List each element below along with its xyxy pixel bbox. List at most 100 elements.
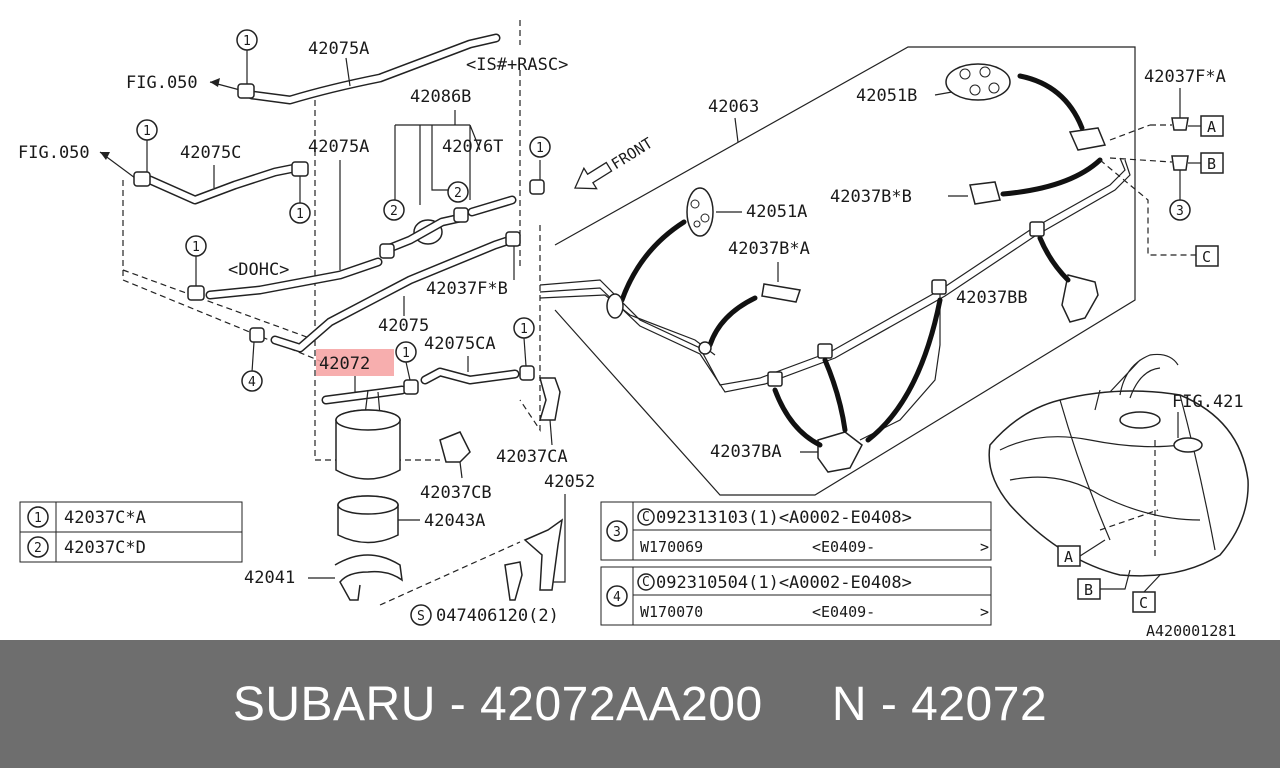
dashed-outline-left <box>122 20 521 366</box>
label-42037FA: 42037F*A <box>1144 67 1226 87</box>
label-42076T: 42076T <box>442 137 503 157</box>
label-42072: 42072 <box>319 354 370 374</box>
svg-text:1: 1 <box>296 207 304 222</box>
legend-part-2: 42037C*D <box>64 538 146 558</box>
box-callout-C-top: C <box>1195 245 1219 267</box>
box-callout-A-tank: A <box>1057 545 1081 567</box>
grommet-42051A <box>686 187 714 237</box>
svg-text:C: C <box>1202 248 1211 266</box>
footer-part-number: 42072AA200 <box>480 677 763 731</box>
svg-text:A: A <box>1064 548 1073 566</box>
pipe-assembly-frame <box>554 46 1136 496</box>
label-42063: 42063 <box>708 97 759 117</box>
box-callout-C-tank: C <box>1132 591 1156 613</box>
band-42043A <box>337 495 399 544</box>
label-is-rasc: <IS#+RASC> <box>466 55 568 75</box>
clip-42037BB-star <box>969 181 1001 205</box>
callout-4-left: 4 <box>241 370 263 392</box>
footer-ref-number: 42072 <box>911 677 1048 731</box>
label-fig050-mid: FIG.050 <box>18 143 90 163</box>
footer-banner: SUBARU - 42072AA200 N - 42072 <box>0 640 1280 768</box>
svg-text:3: 3 <box>613 525 621 540</box>
grommet-42051B <box>945 63 1011 101</box>
label-42037BA: 42037BA <box>710 442 782 462</box>
svg-text:C: C <box>642 510 650 525</box>
label-42043A: 42043A <box>424 511 485 531</box>
label-42075C: 42075C <box>180 143 241 163</box>
callout-1-c-left: 1 <box>136 119 158 141</box>
svg-text:A: A <box>1207 118 1216 136</box>
svg-text:1: 1 <box>402 346 410 361</box>
footer-ref-prefix: N <box>831 677 867 731</box>
bracket-42037CA <box>538 377 561 421</box>
clip-42037BB <box>1061 274 1099 323</box>
label-42041: 42041 <box>244 568 295 588</box>
svg-text:092310504(1)<A0002-E0408>: 092310504(1)<A0002-E0408> <box>656 573 912 593</box>
svg-text:W170069: W170069 <box>640 538 703 556</box>
label-dohc: <DOHC> <box>228 260 289 280</box>
svg-text:FRONT: FRONT <box>608 134 656 173</box>
clip-42037BA-star <box>761 283 801 303</box>
legend-part-1: 42037C*A <box>64 508 146 528</box>
callout-2-left: 2 <box>383 199 405 221</box>
label-fig050-top: FIG.050 <box>126 73 198 93</box>
footer-brand: SUBARU <box>232 677 436 731</box>
label-42037CB: 42037CB <box>420 483 492 503</box>
label-42075: 42075 <box>378 316 429 336</box>
svg-text:1: 1 <box>192 240 200 255</box>
parts-diagram: 42075A <IS#+RASC> FIG.050 1 42086B 42075… <box>18 20 1249 640</box>
label-42037BB-star: 42037B*B <box>830 187 912 207</box>
callout-1-right-top: 1 <box>529 136 551 158</box>
bolt-icon <box>504 561 523 601</box>
svg-text:1: 1 <box>536 141 544 156</box>
fuel-tank <box>988 353 1249 577</box>
svg-text:<E0409-: <E0409- <box>812 538 875 556</box>
label-42075CA: 42075CA <box>424 334 496 354</box>
label-42037CA: 42037CA <box>496 447 568 467</box>
svg-text:C: C <box>1139 594 1148 612</box>
svg-text:1: 1 <box>243 34 251 49</box>
clip-42037BA <box>817 431 863 473</box>
label-42051A: 42051A <box>746 202 807 222</box>
label-42075A-top: 42075A <box>308 39 369 59</box>
highlight-42072 <box>316 349 394 376</box>
svg-text:1: 1 <box>143 124 151 139</box>
fuel-filter-42072 <box>335 409 401 480</box>
bracket-42052 <box>523 518 564 591</box>
callout-1-top: 1 <box>236 29 258 51</box>
svg-text:S: S <box>417 609 425 624</box>
callout-1-ca: 1 <box>513 317 535 339</box>
label-fig421: FIG.421 <box>1172 392 1244 412</box>
box-callout-A-top: A <box>1200 115 1224 137</box>
legend-num-2: 2 <box>34 541 42 556</box>
svg-text:>: > <box>980 538 989 556</box>
label-42052: 42052 <box>544 472 595 492</box>
svg-text:>: > <box>980 603 989 621</box>
label-bolt-047406120: 047406120(2) <box>436 606 559 626</box>
callout-3-right: 3 <box>1169 199 1191 221</box>
svg-text:1: 1 <box>520 322 528 337</box>
note-table-3: 3 C 092313103(1)<A0002-E0408> W170069 <E… <box>600 501 992 561</box>
bracket-42037CB <box>439 431 471 463</box>
svg-text:<E0409-: <E0409- <box>812 603 875 621</box>
footer-sep-2: - <box>867 677 912 731</box>
callout-2-right: 2 <box>447 181 469 203</box>
box-callout-B-top: B <box>1200 152 1224 174</box>
svg-text:4: 4 <box>613 590 621 605</box>
footer-sep-1: - <box>435 677 481 731</box>
label-42075A-mid: 42075A <box>308 137 369 157</box>
note-table-4: 4 C 092310504(1)<A0002-E0408> W170070 <E… <box>600 566 992 626</box>
svg-text:C: C <box>642 575 650 590</box>
label-42037BA-star: 42037B*A <box>728 239 810 259</box>
front-arrow: FRONT <box>574 134 656 190</box>
box-callout-B-tank: B <box>1077 578 1101 600</box>
svg-text:B: B <box>1084 581 1093 599</box>
svg-text:B: B <box>1207 155 1216 173</box>
fuel-line-main <box>539 157 1126 386</box>
footer-gap <box>763 677 832 732</box>
label-42086B: 42086B <box>410 87 471 107</box>
svg-text:092313103(1)<A0002-E0408>: 092313103(1)<A0002-E0408> <box>656 508 912 528</box>
svg-text:3: 3 <box>1176 204 1184 219</box>
label-42051B: 42051B <box>856 86 917 106</box>
svg-text:2: 2 <box>390 204 398 219</box>
